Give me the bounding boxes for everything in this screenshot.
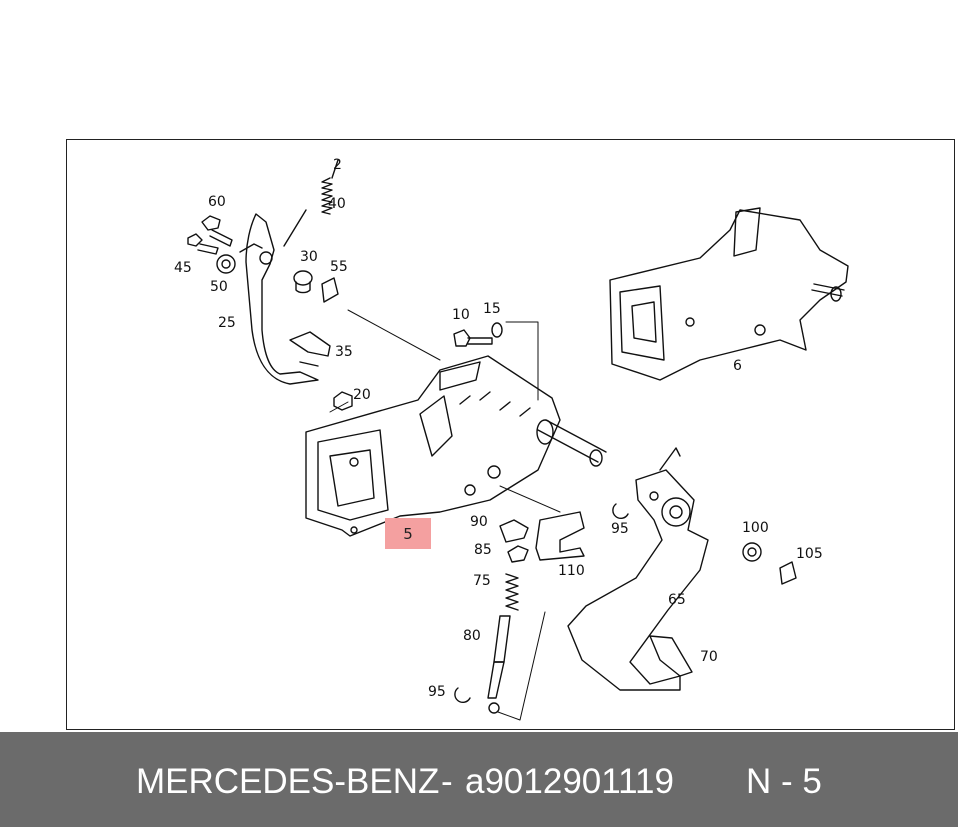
callout-110: 110 — [558, 563, 585, 579]
bracket-assembly-drawing — [609, 207, 849, 381]
callout-55: 55 — [330, 259, 348, 275]
callout-15: 15 — [483, 301, 501, 317]
callout-85: 85 — [474, 542, 492, 558]
callout-45: 45 — [174, 260, 192, 276]
callout-80: 80 — [463, 628, 481, 644]
small-parts-drawing — [289, 270, 339, 367]
switch-rod-drawings — [487, 511, 585, 714]
callout-100: 100 — [742, 520, 769, 536]
callout-60: 60 — [208, 194, 226, 210]
callout-95-upper: 95 — [611, 521, 629, 537]
part-info-footer: MERCEDES-BENZ - a9012901119 N - 5 — [0, 732, 958, 827]
leader-lines — [329, 309, 561, 721]
diagram-position: N - 5 — [746, 762, 822, 801]
callout-50: 50 — [210, 279, 228, 295]
fastener-drawings — [333, 322, 503, 411]
exploded-parts-drawing — [187, 159, 849, 721]
washer-clip-drawings — [454, 503, 797, 704]
callout-30: 30 — [300, 249, 318, 265]
callout-25: 25 — [218, 315, 236, 331]
callout-65: 65 — [668, 592, 686, 608]
callout-40: 40 — [328, 196, 346, 212]
part-number: a9012901119 — [465, 762, 674, 801]
callout-105: 105 — [796, 546, 823, 562]
callout-35: 35 — [335, 344, 353, 360]
callout-90: 90 — [470, 514, 488, 530]
callout-2: 2 — [333, 157, 342, 173]
pedal-arm-drawing — [239, 213, 319, 385]
brand-name: MERCEDES-BENZ — [136, 762, 440, 801]
separator: - — [441, 762, 453, 801]
callout-70: 70 — [700, 649, 718, 665]
return-spring-drawing — [283, 159, 339, 247]
brake-pedal-drawing — [567, 447, 709, 691]
callout-75: 75 — [473, 573, 491, 589]
callout-95-lower: 95 — [428, 684, 446, 700]
pedal-bracket-drawing — [305, 355, 607, 537]
callout-10: 10 — [452, 307, 470, 323]
callout-6: 6 — [733, 358, 742, 374]
bolt-drawings — [187, 215, 236, 274]
callout-20: 20 — [353, 387, 371, 403]
highlighted-part-label: 5 — [385, 518, 431, 549]
